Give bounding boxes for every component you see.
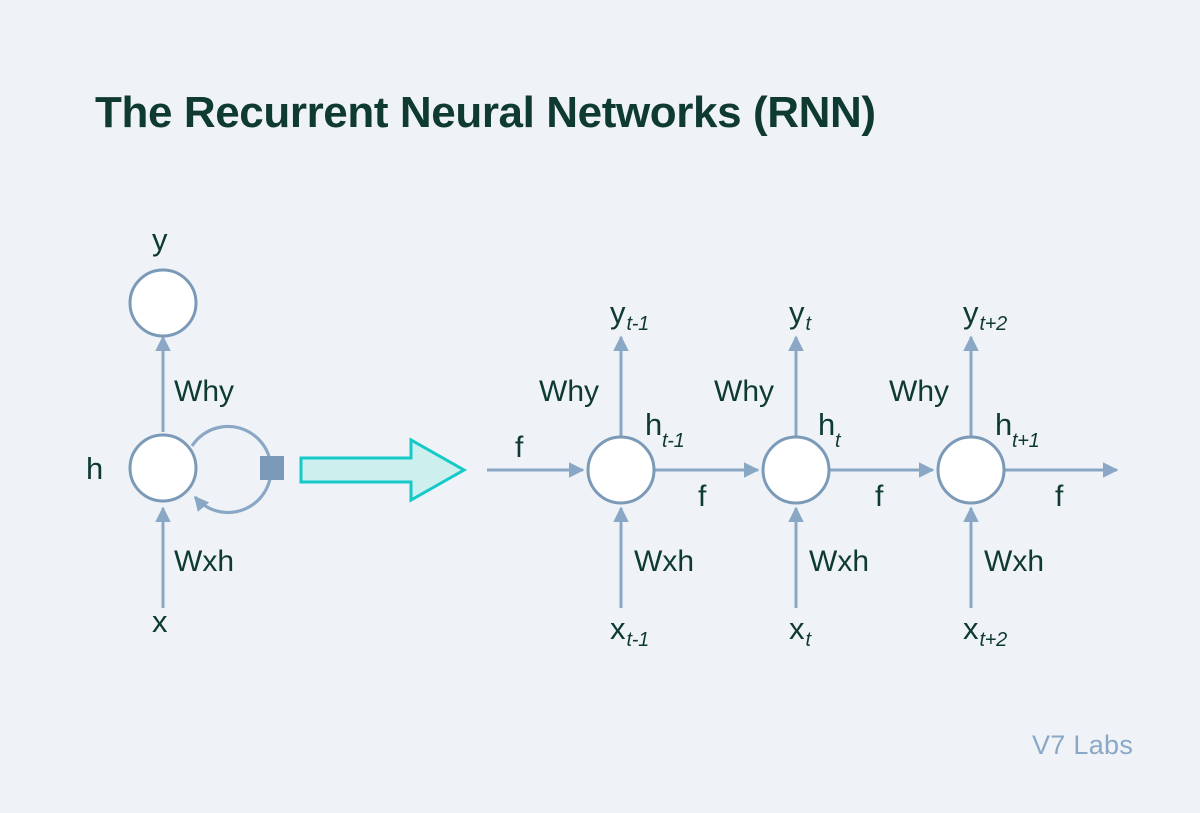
folded-why-label: Why bbox=[174, 375, 234, 408]
cell-2-why-label: Why bbox=[714, 375, 774, 408]
folded-input-label: x bbox=[152, 604, 168, 639]
cell-1-out-function-label: f bbox=[698, 480, 707, 513]
cell-3-out-function-label: f bbox=[1055, 480, 1064, 513]
folded-hidden-label: h bbox=[86, 451, 104, 486]
cell-1-output-label: yt-1 bbox=[610, 295, 649, 335]
cell-2-output-label: yt bbox=[789, 295, 811, 335]
folded-wxh-label: Wxh bbox=[174, 545, 234, 578]
cell-3-input-label: xt+2 bbox=[963, 611, 1007, 651]
cell-3-wxh-label: Wxh bbox=[984, 545, 1044, 578]
cell-1-wxh-label: Wxh bbox=[634, 545, 694, 578]
cell-2-hidden-node bbox=[761, 435, 831, 505]
cell-1-input-label: xt-1 bbox=[610, 611, 649, 651]
recurrent-loop-square bbox=[260, 456, 284, 480]
folded-output-node bbox=[128, 268, 198, 338]
recurrent-loop-arc bbox=[190, 424, 273, 515]
folded-hidden-node bbox=[128, 433, 198, 503]
cell-2-out-function-label: f bbox=[875, 480, 884, 513]
unroll-arrow-shape bbox=[299, 437, 468, 503]
cell-1-why-label: Why bbox=[539, 375, 599, 408]
cell-3-output-label: yt+2 bbox=[963, 295, 1007, 335]
unrolled-entry-function-label: f bbox=[515, 431, 524, 464]
cell-1-hidden-node bbox=[586, 435, 656, 505]
cell-3-why-label: Why bbox=[889, 375, 949, 408]
page-title: The Recurrent Neural Networks (RNN) bbox=[95, 88, 876, 137]
watermark: V7 Labs bbox=[1032, 730, 1134, 760]
cell-2-input-label: xt bbox=[789, 611, 811, 651]
cell-3-hidden-node bbox=[936, 435, 1006, 505]
folded-output-label: y bbox=[152, 222, 168, 257]
cell-2-wxh-label: Wxh bbox=[809, 545, 869, 578]
